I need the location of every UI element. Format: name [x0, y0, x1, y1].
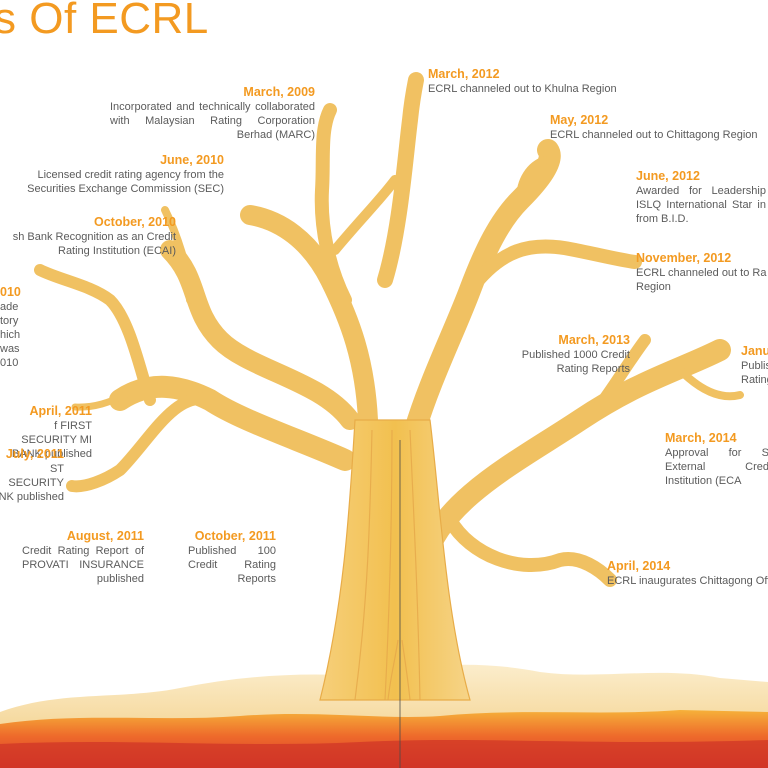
- event-date: June, 2010: [160, 153, 224, 167]
- event-text: sh Bank Recognition as an Credit Rating …: [12, 231, 176, 257]
- event-apr2011: April, 2011 f FIRST SECURITY MI BANK pub…: [0, 403, 92, 461]
- trunk: [319, 419, 471, 701]
- event-date: October, 2011: [194, 529, 276, 543]
- event-date: March, 2014: [665, 431, 737, 445]
- event-text: Published 1000 Credit Rating Reports: [521, 349, 630, 375]
- event-x2010: 010 ade tory hich was 010: [0, 284, 22, 370]
- event-text: ECRL inaugurates Chittagong Off: [607, 575, 768, 587]
- event-oct2010: October, 2010 sh Bank Recognition as an …: [0, 214, 176, 258]
- event-jun2010: June, 2010 Licensed credit rating agency…: [10, 152, 224, 196]
- event-text: ST SECURITY NK published: [0, 463, 64, 503]
- event-text: Awarded for Leadership ISLQ Internationa…: [636, 185, 766, 225]
- event-oct2011: October, 2011 Published 100 Credit Ratin…: [188, 528, 276, 586]
- event-jun2012: June, 2012 Awarded for Leadership ISLQ I…: [636, 168, 766, 226]
- event-text: ECRL channeled out to Khulna Region: [428, 83, 617, 95]
- event-mar2012: March, 2012 ECRL channeled out to Khulna…: [428, 66, 628, 96]
- event-nov2012: November, 2012 ECRL channeled out to Ra …: [636, 250, 768, 294]
- event-mar2009: March, 2009 Incorporated and technically…: [110, 84, 315, 142]
- event-date: 010: [0, 285, 21, 299]
- event-date: March, 2012: [428, 67, 500, 81]
- event-text: Published 100 Credit Rating Reports: [188, 545, 276, 585]
- event-text: Publis Rating: [741, 360, 768, 386]
- event-apr2014: April, 2014 ECRL inaugurates Chittagong …: [607, 558, 768, 588]
- event-date: October, 2010: [94, 215, 176, 229]
- event-text: ade tory hich was 010: [0, 301, 21, 369]
- event-date: Janu: [741, 344, 768, 358]
- page-title: s Of ECRL: [0, 0, 209, 43]
- event-date: March, 2009: [243, 85, 315, 99]
- event-date: August, 2011: [66, 529, 144, 543]
- event-date: November, 2012: [636, 251, 732, 265]
- event-aug2011: August, 2011 Credit Rating Report of PRO…: [22, 528, 144, 586]
- event-text: f FIRST SECURITY MI BANK published: [11, 420, 92, 460]
- event-mar2013: March, 2013 Published 1000 Credit Rating…: [518, 332, 630, 376]
- event-jul2011: July, 2011 ST SECURITY NK published: [0, 446, 64, 504]
- event-date: April, 2014: [607, 559, 671, 573]
- event-text: Licensed credit rating agency from the S…: [27, 169, 224, 195]
- event-date: May, 2012: [550, 113, 609, 127]
- event-date: March, 2013: [558, 333, 630, 347]
- event-text: Incorporated and technically collaborate…: [110, 101, 315, 141]
- event-text: Credit Rating Report of PROVATI INSURANC…: [22, 545, 144, 585]
- event-mar2014: March, 2014 Approval for S External Cred…: [665, 430, 768, 488]
- event-text: Approval for S External Cred Institution…: [665, 447, 768, 487]
- event-date: July, 2011: [5, 447, 64, 461]
- event-may2012: May, 2012 ECRL channeled out to Chittago…: [550, 112, 768, 142]
- event-text: ECRL channeled out to Chittagong Region: [550, 129, 758, 141]
- event-jan2014: Janu Publis Rating: [741, 343, 768, 387]
- event-date: April, 2011: [29, 404, 92, 418]
- event-text: ECRL channeled out to Ra Region: [636, 267, 767, 293]
- event-date: June, 2012: [636, 169, 700, 183]
